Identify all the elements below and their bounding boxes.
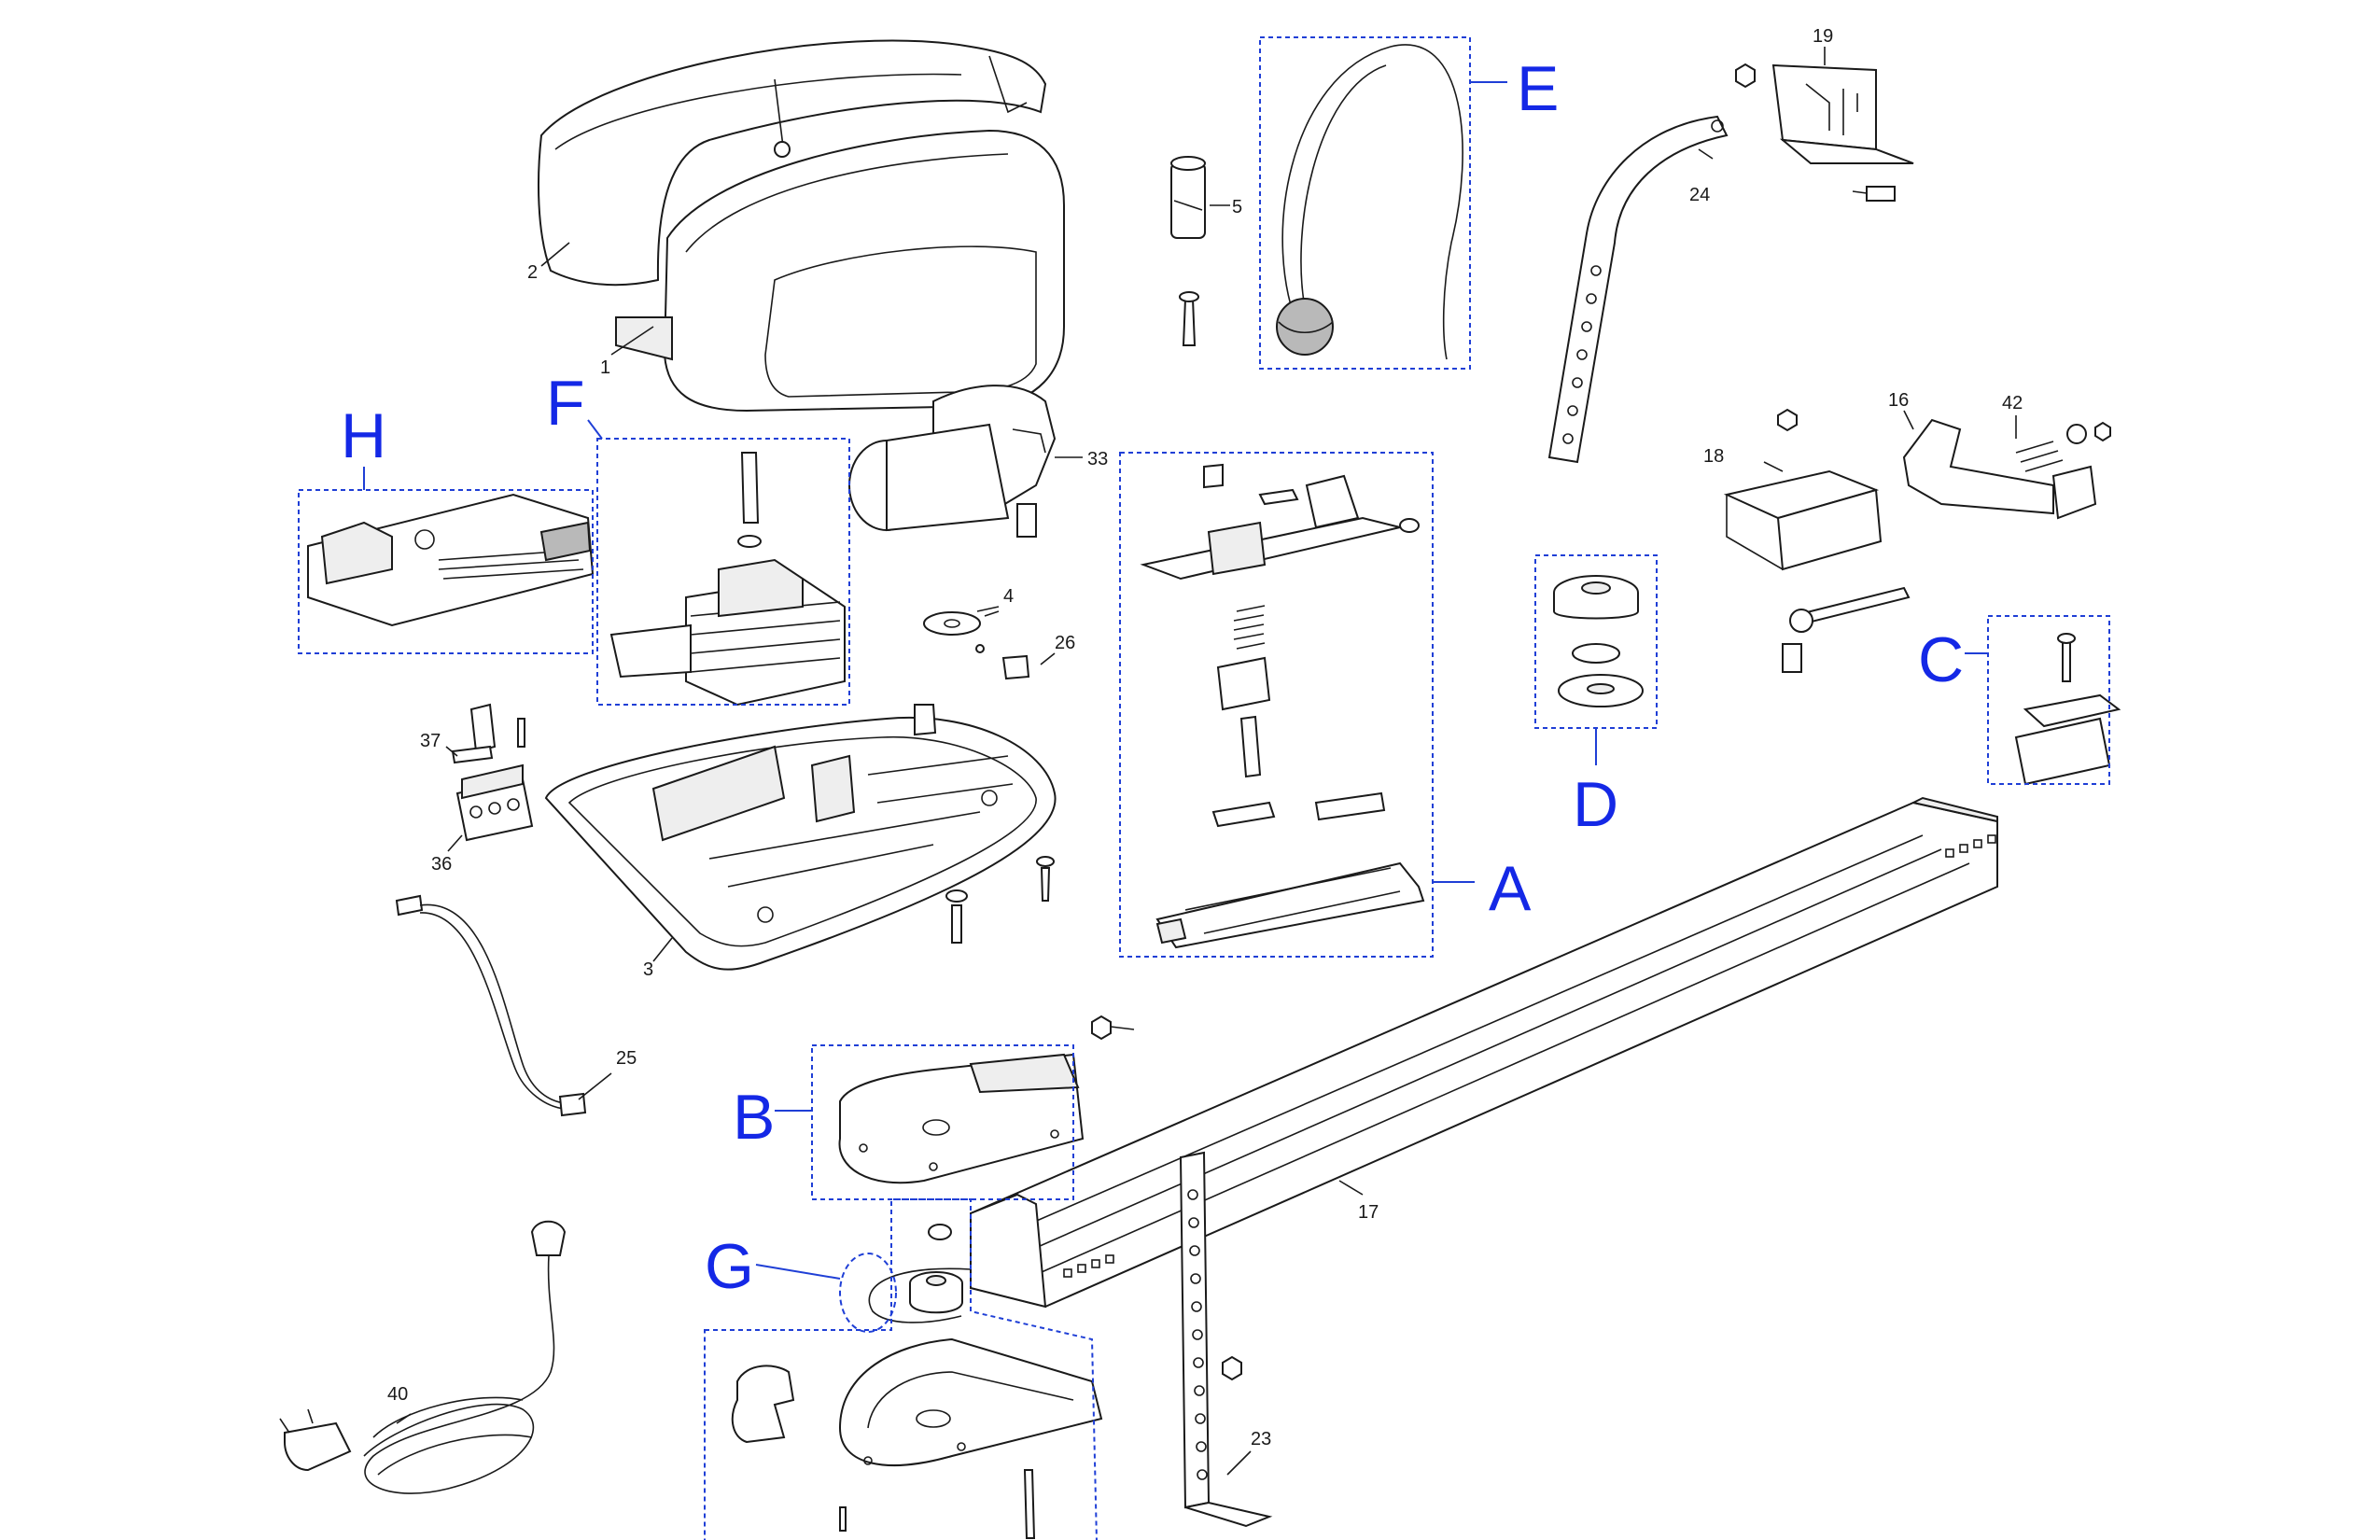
group-a-trolley (1140, 463, 1425, 949)
part-label-17: 17 (1358, 1202, 1379, 1223)
group-letter-labels: A B C D E F G H (341, 53, 1964, 1302)
part-number-labels: 1 2 3 4 5 16 17 18 19 23 24 25 26 33 36 … (387, 26, 2023, 1449)
part-3-base-plate (544, 704, 1057, 971)
part-33-motor (848, 385, 1057, 538)
group-label-e: E (1517, 53, 1559, 124)
part-5-sleeve (1170, 156, 1206, 346)
group-g-pulley (868, 1224, 972, 1323)
group-leaders (363, 81, 1988, 1333)
group-label-c: C (1918, 624, 1964, 695)
part-label-24: 24 (1689, 185, 1710, 205)
part-19-bracket (1771, 63, 1914, 202)
screw-a (945, 856, 1055, 944)
part-18-plate (1723, 408, 1911, 673)
group-label-g: G (705, 1231, 754, 1302)
part-16-clamp (1902, 418, 2111, 520)
part-label-18: 18 (1703, 446, 1724, 467)
part-label-2: 2 (527, 262, 538, 283)
part-40-power-cord (279, 1220, 567, 1494)
group-boxes (298, 36, 2110, 1540)
part-23-strap (1091, 1015, 1273, 1528)
group-c-bracket (2014, 633, 2121, 786)
part-label-5: 5 (1232, 197, 1242, 217)
group-h-control-board (307, 493, 595, 627)
part-label-16: 16 (1888, 390, 1909, 411)
part-37-clip (451, 703, 525, 764)
part-17-rail (970, 796, 1998, 1309)
part-label-33: 33 (1087, 449, 1108, 469)
part-label-42: 42 (2002, 393, 2023, 413)
part-label-4: 4 (1003, 586, 1014, 607)
group-label-d: D (1573, 769, 1618, 840)
part-label-36: 36 (431, 854, 452, 875)
part-label-37: 37 (420, 731, 441, 751)
group-d-gears (1553, 575, 1644, 707)
group-b-end-cap (838, 1053, 1085, 1184)
group-label-b: B (733, 1082, 775, 1153)
part-label-1: 1 (600, 357, 610, 378)
bottom-end-cap (731, 1337, 1103, 1539)
part-label-26: 26 (1055, 633, 1075, 653)
part-25-cable (395, 894, 587, 1117)
group-e-cable (1276, 44, 1463, 360)
part-label-23: 23 (1251, 1429, 1271, 1449)
group-label-h: H (341, 400, 386, 471)
group-label-a: A (1489, 853, 1532, 924)
group-f-transformer (609, 452, 846, 707)
part-leaders (396, 47, 2017, 1476)
part-26-block (1001, 654, 1030, 680)
part-label-19: 19 (1813, 26, 1833, 47)
part-4-washer (923, 610, 1000, 653)
part-36-terminal (455, 763, 534, 842)
part-label-25: 25 (616, 1048, 637, 1069)
part-24-arm (1547, 63, 1756, 464)
group-label-f: F (546, 368, 585, 439)
motor-cover (538, 39, 1065, 413)
part-label-3: 3 (643, 959, 653, 980)
part-label-40: 40 (387, 1384, 408, 1405)
